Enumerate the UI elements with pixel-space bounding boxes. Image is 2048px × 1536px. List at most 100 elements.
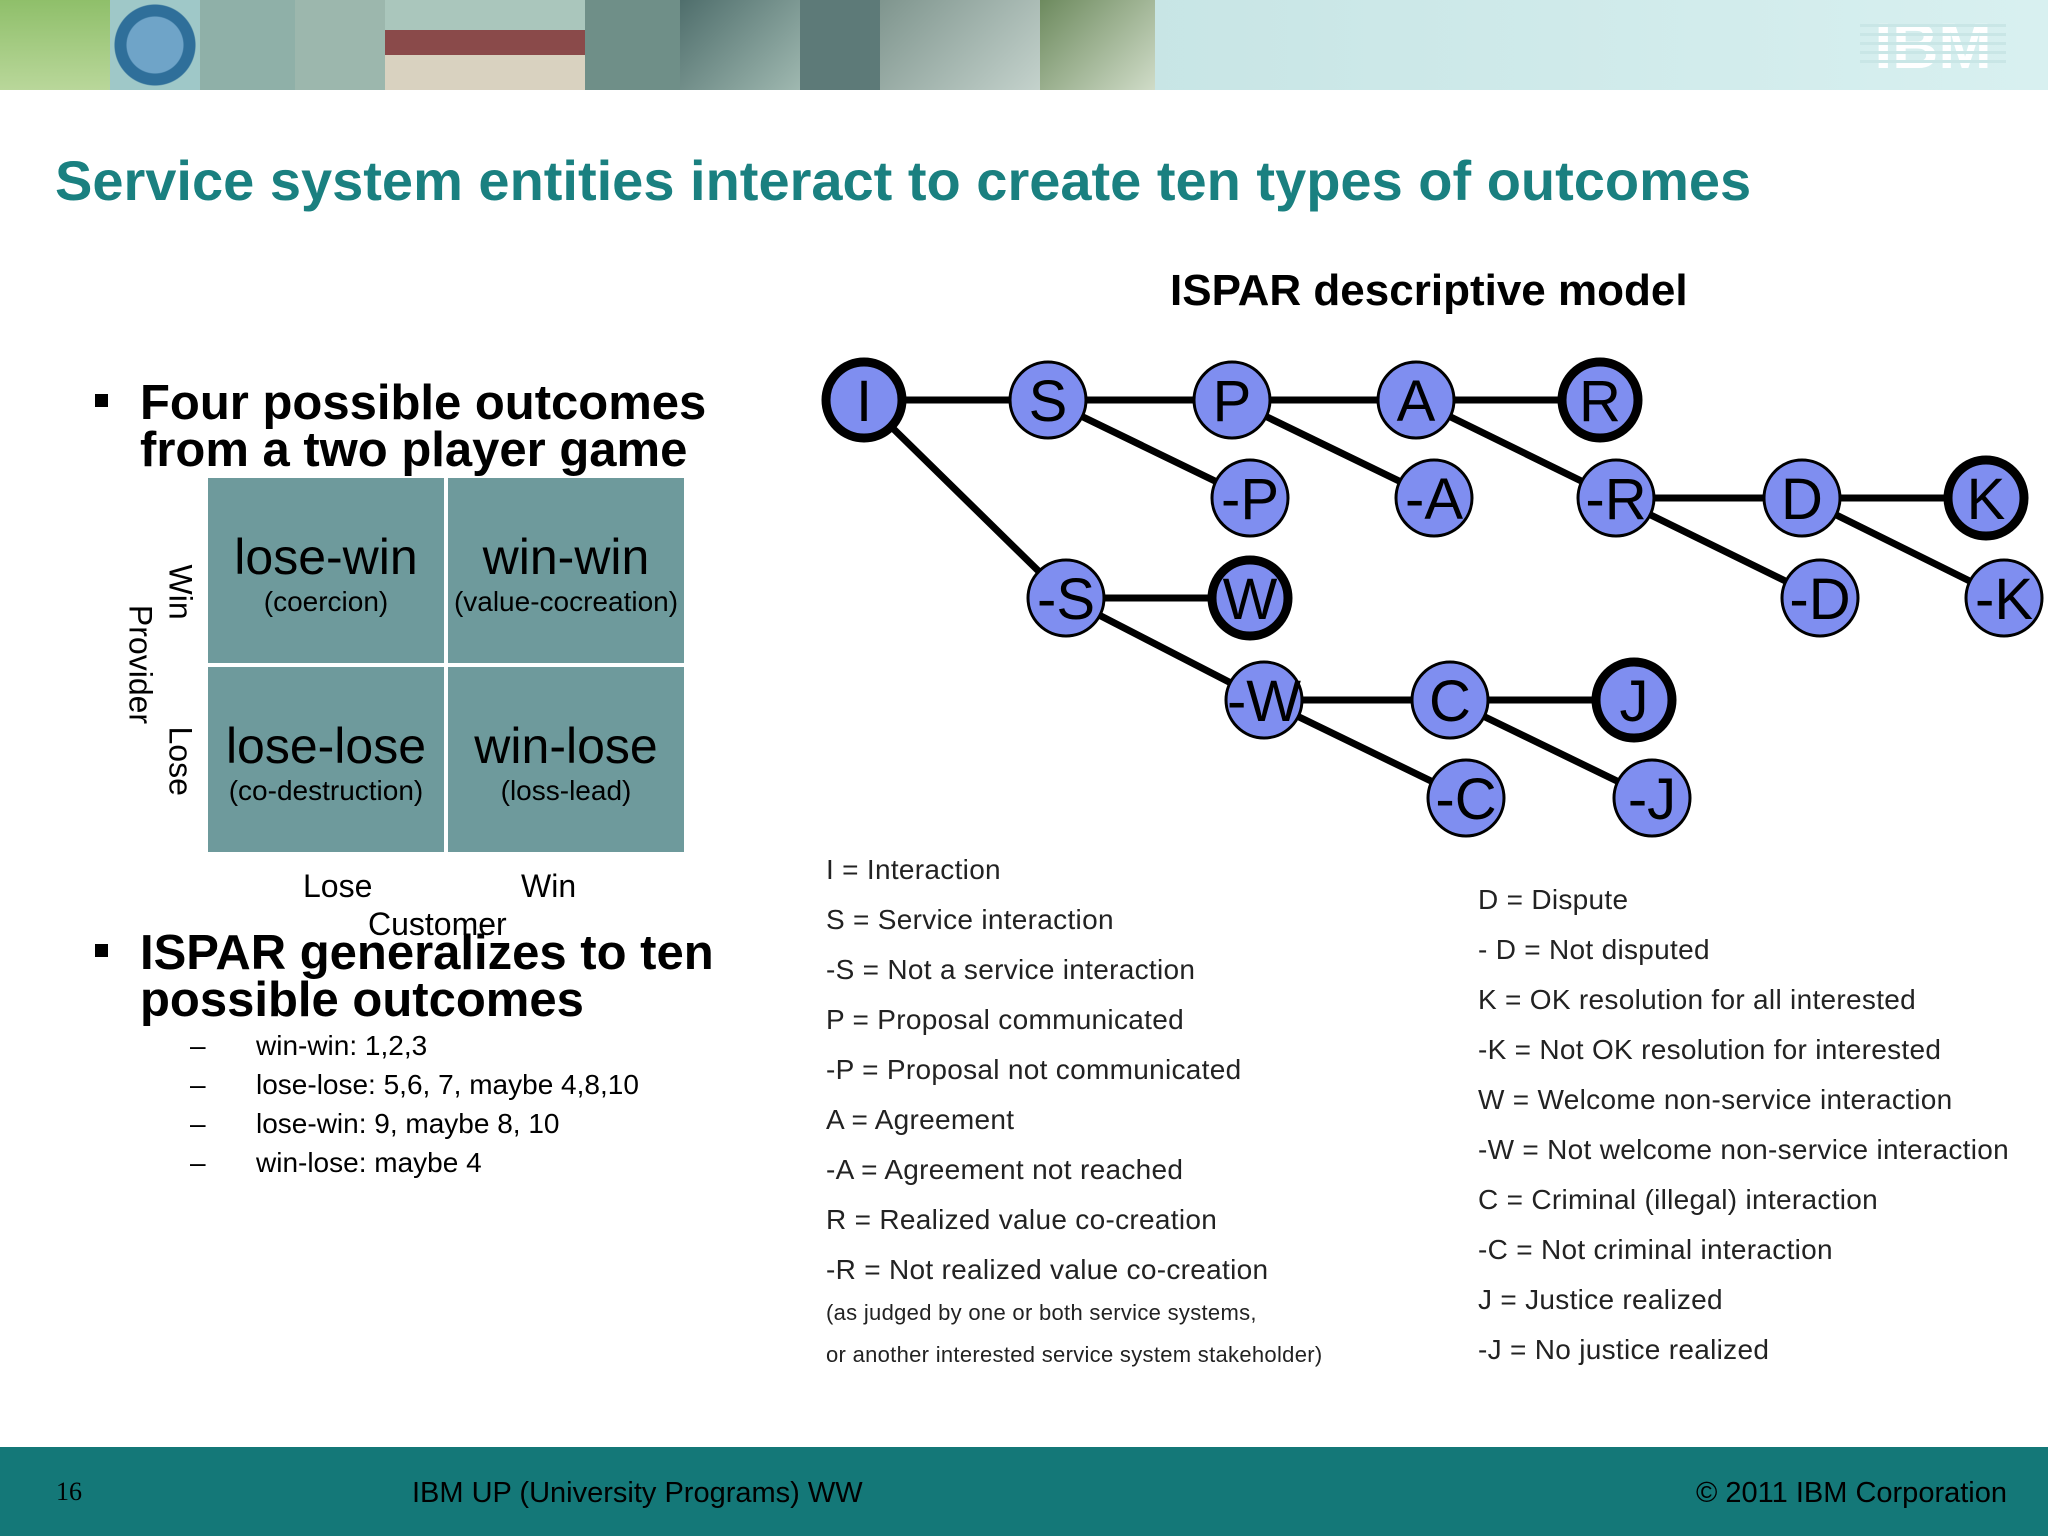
legend-entry: C = Criminal (illegal) interaction [1478, 1184, 1878, 1215]
tree-node-circle [1762, 458, 1842, 538]
banner-photo-5 [800, 0, 880, 90]
tree-node-k: K [1943, 455, 2029, 541]
tree-node-not-s: -S [1026, 558, 1106, 638]
house-image [385, 0, 585, 90]
tree-node-circle [1224, 660, 1304, 740]
tree-node-circle [1964, 558, 2044, 638]
bullet-line: possible outcomes [140, 973, 584, 1027]
tree-node-not-a: -A [1394, 458, 1474, 538]
matrix-cell-lose-win: lose-win (coercion) [208, 478, 444, 663]
tree-node-label: -R [1585, 467, 1646, 532]
sub-bullet-text: win-win: 1,2,3 [256, 1030, 428, 1061]
tree-node-circle [1576, 458, 1656, 538]
tree-node-not-r: -R [1576, 458, 1656, 538]
bullet-ispar-generalizes: ISPAR generalizes to ten possible outcom… [95, 926, 714, 1027]
tree-node-circle [1943, 455, 2029, 541]
bullet-square-icon [95, 944, 108, 957]
bullet-line: ISPAR generalizes to ten [140, 926, 714, 980]
outcome-matrix: lose-win (coercion) win-win (value-cocre… [208, 478, 686, 854]
legend-entry: -J = No justice realized [1478, 1334, 1770, 1365]
legend-entry: -R = Not realized value co-creation [826, 1254, 1269, 1285]
tree-node-d: D [1762, 458, 1842, 538]
legend-entry: -A = Agreement not reached [826, 1154, 1184, 1185]
legend-entry: P = Proposal communicated [826, 1004, 1184, 1035]
tree-node-circle [1394, 458, 1474, 538]
banner-photo-6 [880, 0, 1040, 90]
page-number: 16 [56, 1477, 82, 1506]
tree-node-circle [1612, 758, 1692, 838]
cell-note: (co-destruction) [228, 775, 424, 806]
tree-node-s: S [1008, 360, 1088, 440]
matrix-cell-win-lose: win-lose (loss-lead) [448, 667, 684, 852]
tree-node-circle [1410, 660, 1490, 740]
tree-node-not-k: -K [1964, 558, 2044, 638]
bullet-square-icon [95, 394, 108, 407]
tree-node-i: I [821, 357, 907, 443]
globe-image [110, 0, 200, 90]
tree-node-not-d: -D [1780, 558, 1860, 638]
legend-entry: D = Dispute [1478, 884, 1629, 915]
cell-note: (value-cocreation) [453, 586, 679, 617]
tree-node-not-j: -J [1612, 758, 1692, 838]
bullet-four-outcomes: Four possible outcomes from a two player… [95, 376, 707, 477]
cell-title: win-lose [474, 718, 658, 774]
col-label-lose: Lose [303, 868, 373, 904]
tree-node-circle [1557, 357, 1643, 443]
tree-node-circle [1210, 458, 1290, 538]
tree-node-label: -J [1628, 767, 1676, 832]
tree-node-label: -A [1405, 467, 1463, 532]
tree-node-circle [1207, 555, 1293, 641]
legend-entry: -K = Not OK resolution for interested [1478, 1034, 1942, 1065]
tree-node-label: -D [1789, 567, 1850, 632]
bullet-line: from a two player game [140, 423, 688, 477]
tree-node-not-c: -C [1426, 758, 1506, 838]
footer-copyright: © 2011 IBM Corporation [1696, 1477, 2007, 1509]
col-label-win: Win [521, 868, 577, 904]
model-title: ISPAR descriptive model [1170, 266, 1688, 315]
banner-photo-2 [295, 0, 385, 90]
tree-node-not-p: -P [1210, 458, 1290, 538]
footer-program: IBM UP (University Programs) WW [412, 1477, 863, 1509]
tree-node-label: D [1781, 467, 1823, 532]
tree-node-w: W [1207, 555, 1293, 641]
banner-photo-1 [200, 0, 295, 90]
cell-note: (coercion) [263, 586, 389, 617]
tree-node-label: S [1029, 369, 1068, 434]
tree-node-c: C [1410, 660, 1490, 740]
footer-bar: 16 IBM UP (University Programs) WW © 201… [0, 1447, 2048, 1536]
cell-title: lose-win [234, 529, 418, 585]
tree-node-label: -K [1975, 567, 2033, 632]
legend-entry: -S = Not a service interaction [826, 954, 1196, 985]
cell-note: (loss-lead) [500, 775, 632, 806]
sub-bullet-text: lose-win: 9, maybe 8, 10 [256, 1108, 560, 1139]
tree-node-p: P [1192, 360, 1272, 440]
tree-edge [861, 397, 1069, 601]
tree-node-not-w: -W [1224, 660, 1304, 740]
legend-entry: -P = Proposal not communicated [826, 1054, 1242, 1085]
bullet-line: Four possible outcomes [140, 376, 707, 430]
banner-photo-7 [1040, 0, 1155, 90]
tree-node-circle [1591, 657, 1677, 743]
tree-node-circle [1192, 360, 1272, 440]
slide-title: Service system entities interact to crea… [55, 149, 1752, 212]
tree-image [0, 0, 110, 90]
tree-node-label: K [1967, 467, 2006, 532]
legend-entry: R = Realized value co-creation [826, 1204, 1218, 1235]
tree-node-label: J [1620, 669, 1649, 734]
tree-node-circle [1008, 360, 1088, 440]
tree-node-r: R [1557, 357, 1643, 443]
legend-entry: W = Welcome non-service interaction [1478, 1084, 1953, 1115]
tree-node-label: -W [1227, 669, 1301, 734]
cell-title: win-win [482, 529, 650, 585]
tree-node-circle [1780, 558, 1860, 638]
tree-node-label: -S [1037, 567, 1095, 632]
tree-node-label: -P [1221, 467, 1279, 532]
tree-node-circle [1376, 360, 1456, 440]
tree-node-label: P [1213, 369, 1252, 434]
legend-entry: K = OK resolution for all interested [1478, 984, 1917, 1015]
header-banner: IBM [0, 0, 2048, 90]
matrix-cell-lose-lose: lose-lose (co-destruction) [208, 667, 444, 852]
legend-entry: J = Justice realized [1478, 1284, 1723, 1315]
